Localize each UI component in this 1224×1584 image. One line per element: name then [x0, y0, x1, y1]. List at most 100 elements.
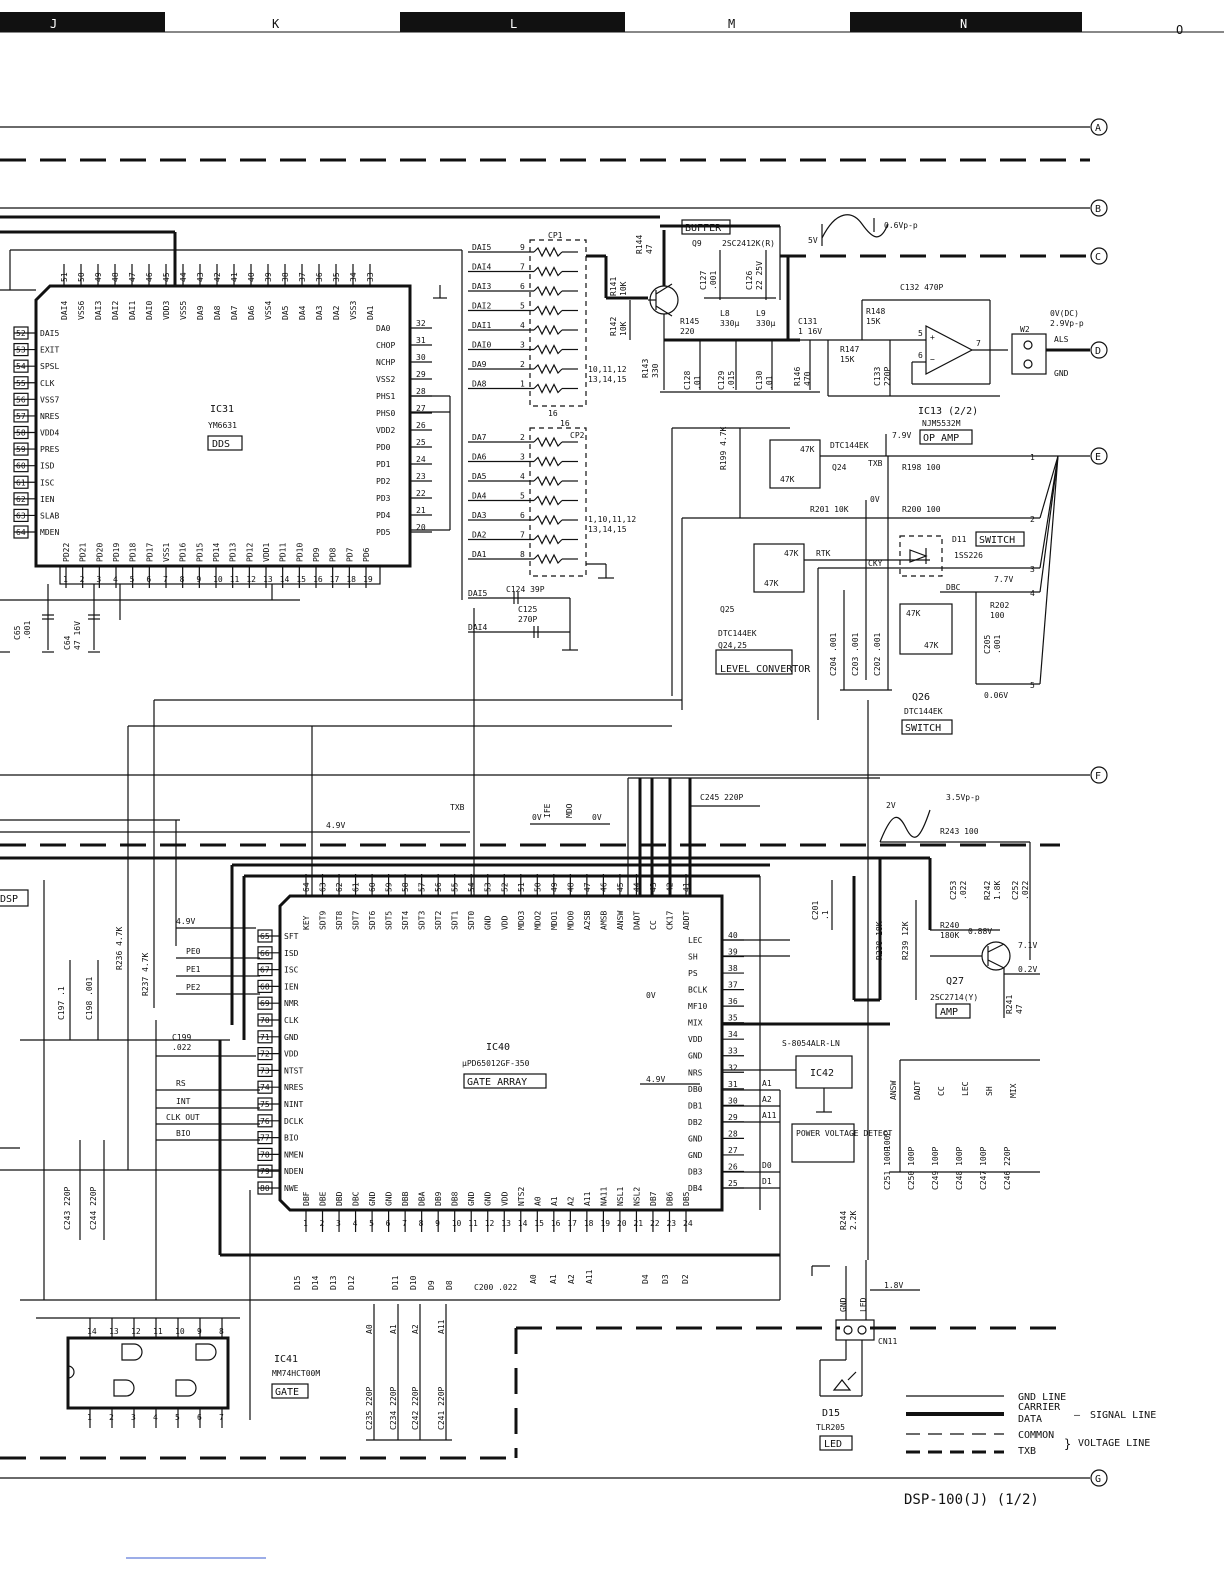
pin-number: 49	[550, 882, 559, 892]
svg-text:+: +	[930, 333, 935, 342]
row-c-marker: C	[1090, 247, 1108, 265]
drawing-footer: DSP-100(J) (1/2)	[904, 1492, 1039, 1508]
ic40-wiring: 4.9V PE0 PE1 PE2 R236 4.7K R237 4.7K C19…	[0, 608, 1060, 1301]
r243-label: R243 100	[940, 827, 979, 836]
pin-name: NMEN	[284, 1150, 303, 1159]
legend-signal: SIGNAL LINE	[1090, 1410, 1156, 1421]
bus-d9: D9	[427, 1280, 436, 1290]
pin-name: PD11	[279, 543, 288, 562]
resistor-element: 6	[468, 282, 578, 297]
svg-text:PE1: PE1	[186, 965, 201, 974]
pin-number: 30	[728, 1096, 738, 1105]
c204-label: C204 .001	[829, 632, 838, 676]
bus-d15: D15	[293, 1275, 302, 1290]
d15-part: TLR205	[816, 1423, 845, 1432]
pin-name: SDT0	[467, 911, 476, 930]
c198-label: C198 .001	[85, 976, 94, 1020]
pin-number: 1	[63, 575, 68, 584]
bus-d11: D11	[391, 1275, 400, 1290]
pin-13: 13	[109, 1318, 119, 1338]
pin-10: 10	[175, 1318, 185, 1338]
svg-text:RS: RS	[176, 1079, 186, 1088]
pin-number: 12	[485, 1219, 495, 1228]
svg-text:47K: 47K	[764, 579, 779, 588]
pin-name: MDEN	[40, 528, 59, 537]
row-e-marker: E	[1090, 447, 1108, 465]
row-a-marker: A	[1090, 118, 1108, 136]
pin-name: CLK	[40, 379, 55, 388]
pin-number: 72	[260, 1050, 270, 1059]
pin-name: DB0	[688, 1085, 703, 1094]
pin-name: VSS4	[264, 301, 273, 320]
legend-common: COMMON	[1018, 1430, 1054, 1441]
svg-text:7.9V: 7.9V	[892, 431, 911, 440]
pin-name: SDT5	[385, 911, 394, 930]
svg-text:A: A	[1095, 123, 1101, 134]
pin-name: BIO	[284, 1134, 299, 1143]
resistor-element: 3	[468, 453, 578, 467]
pin-number: 21	[633, 1219, 643, 1228]
row-f-marker: F	[1090, 766, 1108, 784]
c252-label: C252.022	[1011, 881, 1030, 900]
pin-name: DA9	[196, 305, 205, 320]
pin-number: 54	[467, 882, 476, 892]
pin-number: 34	[728, 1030, 738, 1039]
pin-number: 56	[16, 395, 26, 404]
pin-name: CC	[649, 920, 658, 930]
q9-buffer-stage: BUFFER Q9 2SC2412K(R) R14447 R14110K R14…	[609, 214, 1090, 445]
svg-text:4.9V: 4.9V	[176, 917, 195, 926]
pin-number: 7	[219, 1413, 224, 1422]
ic41-part: MM74HCT00M	[272, 1369, 320, 1378]
q25-ref: Q25	[720, 605, 735, 614]
pin-number: 10	[213, 575, 223, 584]
pin-name: VDD2	[376, 426, 395, 435]
c133-label: C133220P	[873, 367, 892, 386]
bus-a2: A2	[567, 1274, 576, 1284]
pin-name: NRS	[688, 1068, 703, 1077]
pin-name: DBA	[418, 1191, 427, 1206]
svg-text:A0: A0	[365, 1324, 374, 1334]
pin-number: 14	[518, 1219, 528, 1228]
pin-14: 14	[87, 1318, 97, 1338]
pin-number: 5	[369, 1219, 374, 1228]
pin-number: 13	[263, 575, 273, 584]
pin-name: EXIT	[40, 346, 59, 355]
pin-number: 53	[484, 882, 493, 892]
pin-number: 25	[728, 1179, 738, 1188]
svg-text:DADT: DADT	[913, 1081, 922, 1100]
svg-text:F: F	[1095, 771, 1101, 782]
row-g-marker: G	[1090, 1469, 1108, 1487]
pin-number: 68	[260, 982, 270, 991]
ic40-ref: IC40	[486, 1042, 510, 1053]
r201-label: R201 10K	[810, 505, 849, 514]
pin-number: 47	[583, 882, 592, 892]
c246-label: C246 220P	[1003, 1146, 1012, 1190]
svg-text:BIO: BIO	[176, 1129, 191, 1138]
pin-number: 57	[418, 882, 427, 892]
svg-text:47K: 47K	[784, 549, 799, 558]
pin-name: VSS2	[376, 375, 395, 384]
pin-name: DB6	[665, 1191, 674, 1206]
pin-number: 58	[16, 429, 26, 438]
ic41-ref: IC41	[274, 1354, 298, 1365]
col-k: K	[272, 17, 280, 31]
pin-number: 2	[320, 1219, 325, 1228]
d15-func: LED	[824, 1439, 842, 1450]
ic31-right-pins: 32DA031CHOP30NCHP29VSS228PHS127PHS026VDD…	[376, 319, 432, 537]
pin-number: 10	[175, 1327, 185, 1336]
pin-number: 3	[336, 1219, 341, 1228]
pin-name: DADT	[632, 911, 641, 930]
pin-name: DA8	[213, 305, 222, 320]
